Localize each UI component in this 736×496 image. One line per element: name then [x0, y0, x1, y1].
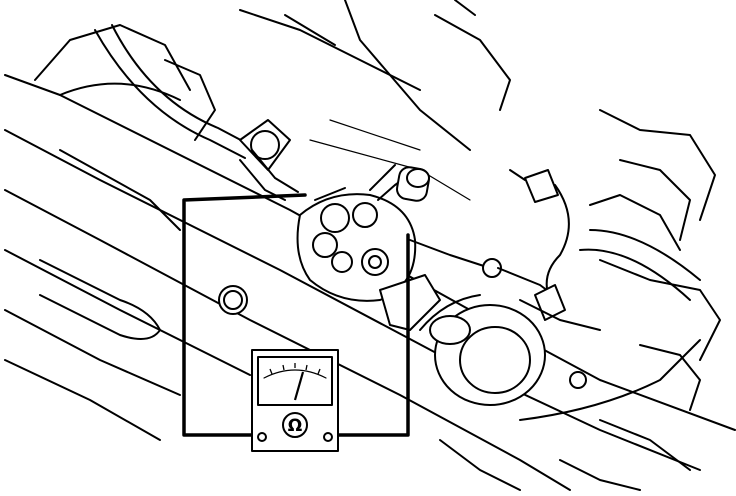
ohm-symbol-dial [282, 412, 308, 438]
canister [419, 229, 701, 406]
mounting-bolt [218, 285, 248, 315]
switch-assembly [296, 164, 441, 331]
meter-terminal-left [257, 432, 267, 442]
hose-and-fitting [94, 24, 299, 201]
harness-connector [409, 169, 601, 331]
ohmmeter: Ω [251, 349, 339, 452]
ohmmeter-needle [293, 371, 305, 401]
test-leads [182, 193, 410, 437]
ohmmeter-scale [263, 369, 327, 379]
ohm-symbol: Ω [288, 416, 302, 436]
meter-terminal-right [323, 432, 333, 442]
